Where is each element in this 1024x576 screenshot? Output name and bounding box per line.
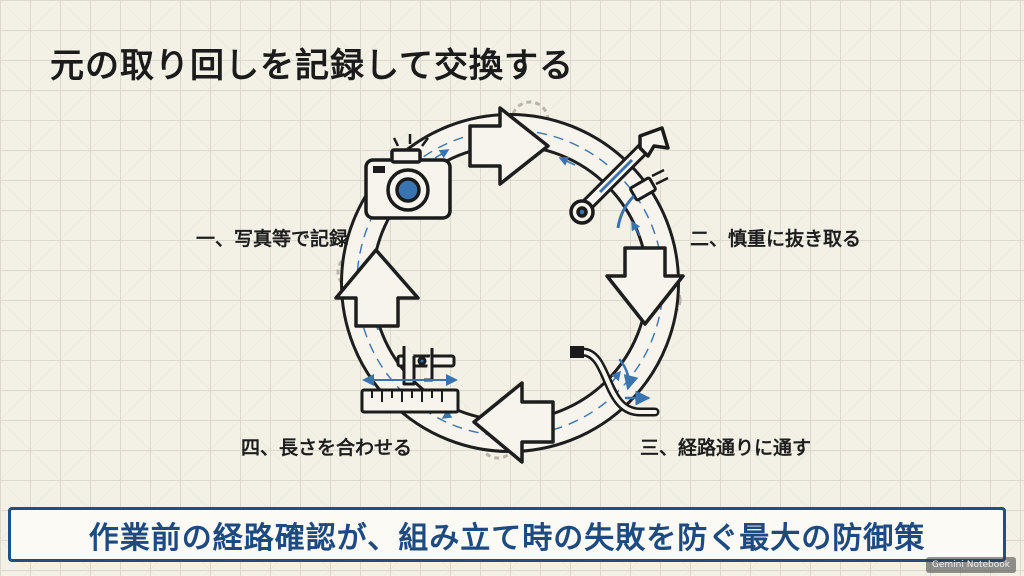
step-label-1: 一、写真等で記録 (195, 228, 348, 250)
step-label-2: 二、慎重に抜き取る (690, 228, 862, 250)
plug-icon (616, 168, 669, 229)
flow-arrow-marks (371, 149, 641, 419)
cycle-arrow-top (468, 106, 550, 186)
caliper-icon (362, 346, 458, 386)
step-label-4: 四、長さを合わせる (240, 437, 412, 459)
step-label-3: 三、経路通りに通す (640, 437, 812, 459)
conclusion-banner: 作業前の経路確認が、組み立て時の失敗を防ぐ最大の防御策 (8, 507, 1006, 562)
camera-icon (364, 134, 452, 220)
cable-icon (570, 346, 660, 417)
conclusion-text: 作業前の経路確認が、組み立て時の失敗を防ぐ最大の防御策 (88, 520, 926, 556)
wrench-icon (569, 126, 670, 225)
page-title: 元の取り回しを記録して交換する (50, 46, 574, 86)
cycle-arrow-left (334, 248, 420, 328)
cycle-arrow-bottom (472, 381, 555, 464)
ruler-icon (360, 388, 460, 414)
watermark-badge: Gemini Notebook (925, 557, 1016, 573)
cycle-arrow-right (605, 246, 685, 326)
